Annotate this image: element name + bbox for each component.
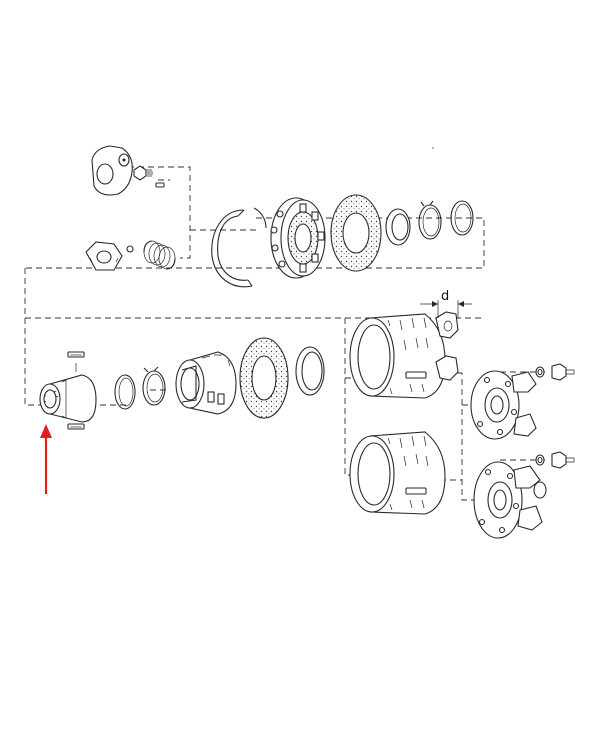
key-lower [67,423,85,430]
clutch-housing-upper [349,313,446,399]
circlip-upper [418,200,442,240]
pressure-plate [270,197,326,279]
ball [126,245,134,253]
dimension-d: d [420,289,472,318]
bolt-lower [535,451,575,469]
friction-disc-upper [330,194,382,272]
indicator-arrow [40,424,52,494]
retaining-ring-upper [450,200,474,236]
cam-plate [91,145,133,196]
dimension-label: d [441,289,449,304]
thrust-washer-upper [385,208,411,246]
flange-yoke-lower [473,461,547,539]
key-upper [67,351,85,358]
friction-disc-lower [239,337,289,419]
yoke-lug-upper [435,311,459,381]
clutch-housing-lower [349,431,446,515]
large-snap-ring [211,207,267,288]
compression-spring [143,240,176,270]
retaining-ring-middle [114,374,136,410]
flange-yoke-upper [470,370,537,440]
set-pin [155,182,165,188]
splined-hub [39,374,97,423]
inner-clutch-hub [175,351,237,415]
hex-nut [85,241,123,271]
thrust-ring-middle [295,346,325,396]
circlip-middle [142,366,166,406]
bolt-upper [535,363,575,381]
plug-screw [133,165,153,181]
